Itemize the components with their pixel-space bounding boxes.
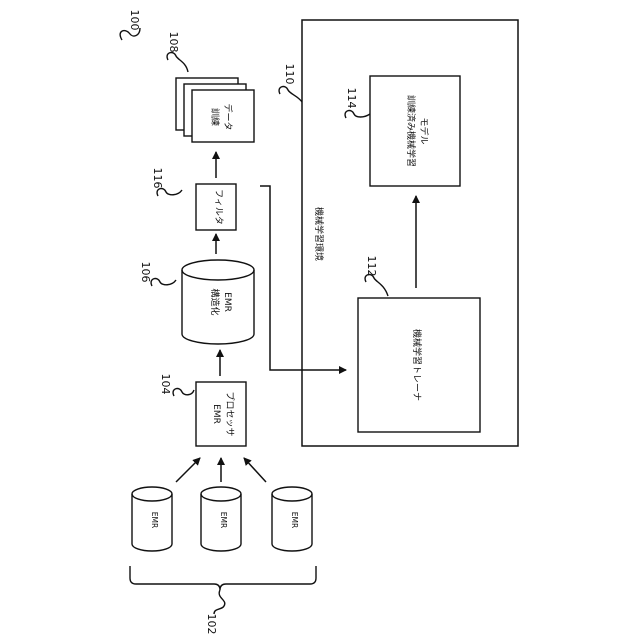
- svg-text:フィルタ: フィルタ: [213, 189, 224, 225]
- svg-text:116: 116: [151, 168, 164, 189]
- svg-text:EMR: EMR: [150, 512, 159, 528]
- source-arrows: [176, 458, 266, 482]
- filter-ref: 116: [151, 168, 182, 197]
- structured-emr-cylinder: 構造化 EMR: [182, 260, 254, 344]
- svg-text:訓練済み機械学習: 訓練済み機械学習: [405, 95, 417, 167]
- emr-source-3: EMR: [272, 487, 312, 551]
- svg-text:100: 100: [128, 10, 141, 31]
- arrow-filter-to-trainer: [260, 186, 346, 370]
- svg-text:データ: データ: [222, 103, 234, 130]
- svg-text:106: 106: [139, 262, 152, 283]
- svg-text:110: 110: [283, 64, 296, 85]
- structured-ref: 106: [139, 262, 176, 287]
- svg-text:訓練: 訓練: [209, 108, 221, 126]
- trainer-ref: 112: [365, 256, 388, 297]
- emr-processor-box: EMR プロセッサ: [196, 382, 246, 446]
- svg-text:104: 104: [159, 374, 172, 395]
- emr-source-2: EMR: [201, 487, 241, 551]
- svg-text:機械学習トレーナ: 機械学習トレーナ: [411, 329, 423, 401]
- svg-text:EMR: EMR: [211, 404, 221, 424]
- training-data-stack: 訓練 データ: [176, 78, 254, 142]
- svg-text:112: 112: [365, 256, 378, 277]
- sources-brace: 102: [130, 566, 316, 635]
- emr-source-1: EMR: [132, 487, 172, 551]
- svg-text:114: 114: [345, 88, 358, 109]
- filter-box: フィルタ: [196, 184, 236, 230]
- svg-text:108: 108: [167, 32, 180, 53]
- svg-text:機械学習環境: 機械学習環境: [313, 207, 325, 261]
- training-ref: 108: [167, 32, 188, 73]
- figure-ref-100: 100: [120, 10, 141, 41]
- svg-text:102: 102: [205, 614, 218, 635]
- svg-text:モデル: モデル: [418, 117, 430, 144]
- svg-text:EMR: EMR: [219, 512, 228, 528]
- trained-model-box: 訓練済み機械学習 モデル: [370, 76, 460, 186]
- svg-text:EMR: EMR: [222, 292, 232, 312]
- processor-ref: 104: [159, 374, 194, 397]
- ml-trainer-box: 機械学習トレーナ: [358, 298, 480, 432]
- model-ref: 114: [345, 88, 370, 119]
- svg-text:EMR: EMR: [290, 512, 299, 528]
- svg-text:構造化: 構造化: [209, 288, 221, 315]
- environment-ref: 110: [279, 64, 302, 103]
- svg-text:プロセッサ: プロセッサ: [224, 391, 235, 436]
